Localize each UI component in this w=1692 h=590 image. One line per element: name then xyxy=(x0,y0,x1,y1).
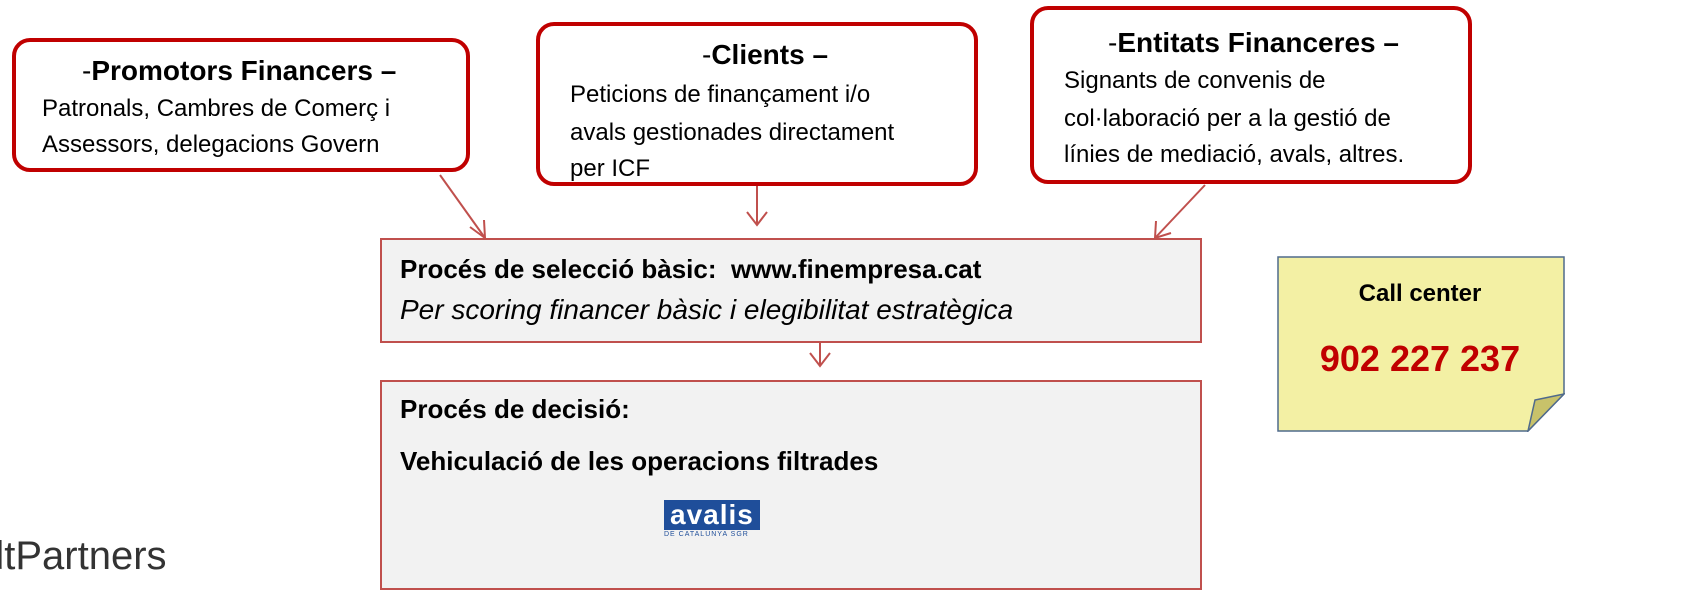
entitats-line-1: Signants de convenis de xyxy=(1064,67,1326,94)
sticky-note-shape xyxy=(1277,256,1565,432)
promotors-title: -Promotors Financers – xyxy=(82,55,397,86)
seleccio-title: Procés de selecció bàsic: www.finempresa… xyxy=(400,254,982,284)
clients-box: -Clients – Peticions de finançament i/o … xyxy=(536,22,978,186)
entitats-title: -Entitats Financeres – xyxy=(1108,27,1399,58)
arrow-promotors-to-seleccio xyxy=(439,174,486,239)
avalis-logo-text: avalis xyxy=(664,500,760,530)
entitats-line-3: línies de mediació, avals, altres. xyxy=(1064,141,1405,168)
entitats-box: -Entitats Financeres – Signants de conve… xyxy=(1030,6,1472,184)
promotors-box: -Promotors Financers – Patronals, Cambre… xyxy=(12,38,470,172)
call-center-label: Call center xyxy=(1358,280,1482,307)
call-center-note: Call center 902 227 237 xyxy=(1277,256,1565,432)
seleccio-subtitle: Per scoring financer bàsic i elegibilita… xyxy=(400,294,1014,325)
corner-logo: dtPartners xyxy=(0,540,200,580)
call-center-phone: 902 227 237 xyxy=(1319,338,1521,379)
promotors-line-2: Assessors, delegacions Govern xyxy=(42,131,380,158)
arrow-entitats-to-seleccio xyxy=(1154,184,1206,239)
avalis-logo-subtext: DE CATALUNYA SGR xyxy=(664,531,749,538)
clients-line-2: avals gestionades directament xyxy=(570,119,895,146)
promotors-line-1: Patronals, Cambres de Comerç i xyxy=(42,95,391,122)
clients-title: -Clients – xyxy=(702,39,829,70)
seleccio-box: Procés de selecció bàsic: www.finempresa… xyxy=(380,238,1202,343)
decisio-box: Procés de decisió: Vehiculació de les op… xyxy=(380,380,1202,590)
clients-line-1: Peticions de finançament i/o xyxy=(570,81,871,108)
decisio-line: Vehiculació de les operacions filtrades xyxy=(400,446,879,476)
entitats-line-2: col·laboració per a la gestió de xyxy=(1064,105,1391,132)
corner-logo-text: dtPartners xyxy=(0,540,167,578)
avalis-logo: avalis DE CATALUNYA SGR xyxy=(664,500,794,540)
clients-line-3: per ICF xyxy=(570,155,651,182)
decisio-title: Procés de decisió: xyxy=(400,394,630,424)
